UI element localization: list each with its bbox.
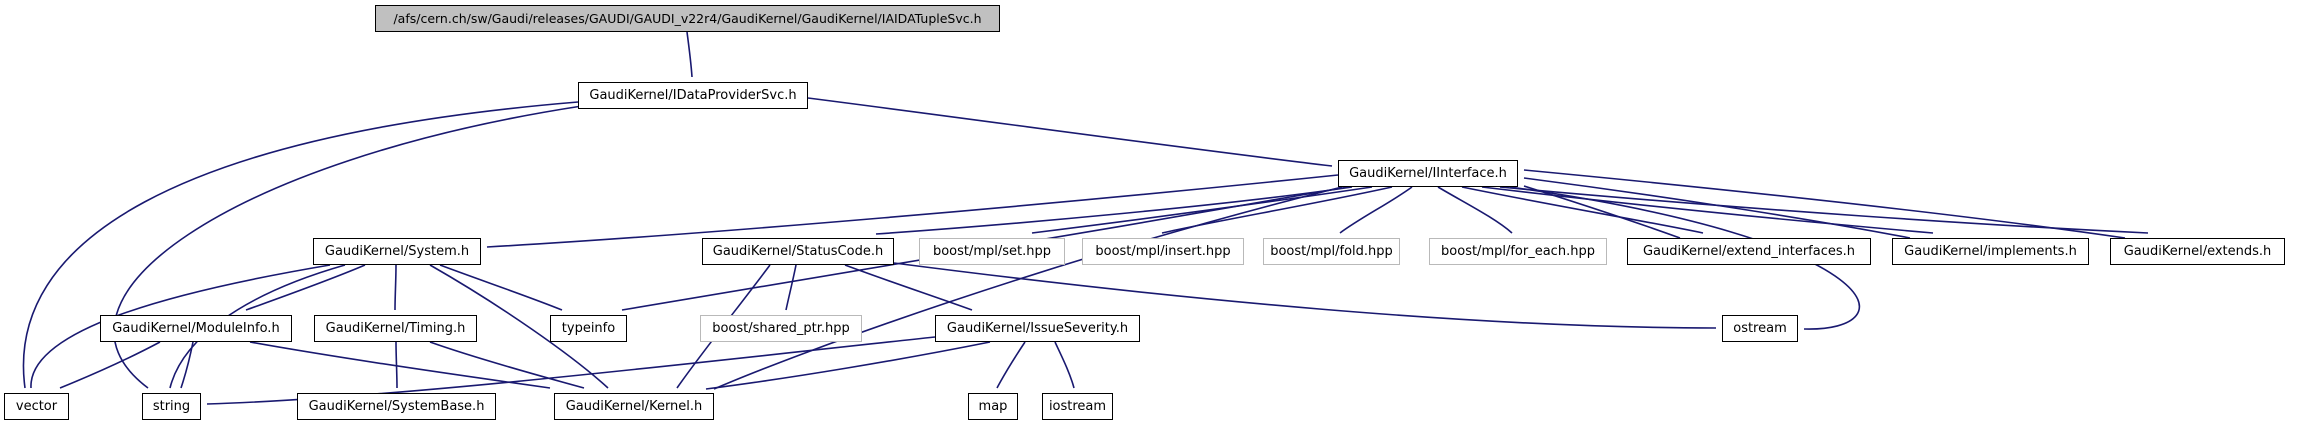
edge-iinterface-to-mpl_set	[1031, 186, 1373, 234]
edge-moduleinfo-to-string	[180, 341, 194, 389]
node-statuscode[interactable]: GaudiKernel/StatusCode.h	[702, 238, 894, 265]
edge-statuscode-to-issueseverity	[844, 264, 973, 311]
edge-system-to-kernel	[429, 264, 609, 389]
node-iaidatuplesvc: /afs/cern.ch/sw/Gaudi/releases/GAUDI/GAU…	[375, 5, 1000, 32]
edge-iinterface-to-mpl_fold	[1339, 186, 1413, 234]
node-mpl_fold[interactable]: boost/mpl/fold.hpp	[1263, 238, 1400, 265]
edge-idataprovidersvc-to-vector	[22, 101, 579, 389]
node-extend_interfaces[interactable]: GaudiKernel/extend_interfaces.h	[1627, 238, 1871, 265]
edge-iinterface-to-statuscode	[875, 186, 1353, 235]
edge-iinterface-to-system	[486, 174, 1339, 248]
node-map[interactable]: map	[968, 393, 1018, 420]
node-mpl_insert[interactable]: boost/mpl/insert.hpp	[1082, 238, 1244, 265]
edge-system-to-typeinfo	[439, 264, 563, 311]
edge-moduleinfo-to-kernel	[249, 341, 551, 389]
edge-system-to-vector	[30, 264, 331, 389]
edge-system-to-timing	[394, 264, 397, 311]
edge-implements-to-iinterface	[1523, 177, 1911, 239]
edge-iinterface-to-kernel	[713, 186, 1343, 390]
node-timing[interactable]: GaudiKernel/Timing.h	[314, 315, 477, 342]
edge-iinterface-to-mpl_insert	[1161, 186, 1393, 234]
node-systembase[interactable]: GaudiKernel/SystemBase.h	[297, 393, 496, 420]
edge-issueseverity-to-map	[996, 341, 1026, 389]
edge-issueseverity-to-iostream	[1054, 341, 1075, 389]
node-typeinfo[interactable]: typeinfo	[550, 315, 627, 342]
edge-moduleinfo-to-vector	[59, 341, 161, 389]
node-iostream[interactable]: iostream	[1042, 393, 1113, 420]
edge-idataprovidersvc-to-string	[113, 105, 583, 389]
edge-issueseverity-to-kernel	[705, 341, 991, 390]
edge-statuscode-to-shared_ptr	[785, 264, 797, 311]
edge-statuscode-to-ostream	[893, 262, 1717, 329]
edge-idataprovidersvc-to-iinterface	[807, 97, 1333, 167]
node-string[interactable]: string	[142, 393, 201, 420]
node-implements[interactable]: GaudiKernel/implements.h	[1892, 238, 2089, 265]
node-system[interactable]: GaudiKernel/System.h	[313, 238, 481, 265]
node-mpl_for_each[interactable]: boost/mpl/for_each.hpp	[1429, 238, 1607, 265]
edge-issueseverity-to-string	[206, 336, 936, 405]
edge-iinterface-to-extends	[1499, 186, 2149, 234]
node-iinterface[interactable]: GaudiKernel/IInterface.h	[1338, 160, 1518, 187]
edge-iaidatuplesvc-to-idataprovidersvc	[686, 31, 693, 78]
edge-extends-to-iinterface	[1523, 169, 2126, 239]
node-vector[interactable]: vector	[4, 393, 69, 420]
node-shared_ptr[interactable]: boost/shared_ptr.hpp	[700, 315, 862, 342]
node-ostream[interactable]: ostream	[1722, 315, 1798, 342]
node-extends[interactable]: GaudiKernel/extends.h	[2110, 238, 2285, 265]
edge-timing-to-systembase	[395, 341, 398, 389]
node-kernel[interactable]: GaudiKernel/Kernel.h	[554, 393, 714, 420]
node-idataprovidersvc[interactable]: GaudiKernel/IDataProviderSvc.h	[578, 82, 808, 109]
node-mpl_set[interactable]: boost/mpl/set.hpp	[919, 238, 1065, 265]
edge-iinterface-to-ostream	[1509, 186, 1861, 330]
node-issueseverity[interactable]: GaudiKernel/IssueSeverity.h	[935, 315, 1140, 342]
edge-iinterface-to-mpl_for_each	[1437, 186, 1513, 234]
node-moduleinfo[interactable]: GaudiKernel/ModuleInfo.h	[100, 315, 292, 342]
edge-system-to-moduleinfo	[245, 264, 366, 311]
edge-iinterface-to-extend_interfaces	[1461, 186, 1704, 234]
edge-timing-to-kernel	[429, 341, 585, 389]
